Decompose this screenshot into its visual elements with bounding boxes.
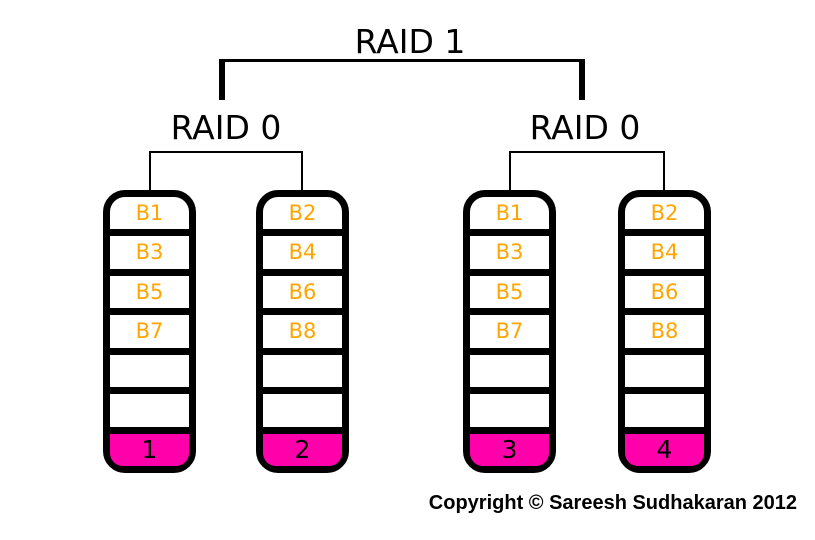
disk-4-block-1: B2 [625,197,704,229]
disk-number: 2 [294,435,311,465]
disk-1-block-4: B7 [110,308,189,347]
block-label: B2 [650,200,679,225]
disk-3-block-3: B5 [470,268,549,308]
disk-4-block-4: B8 [625,308,704,347]
disk-2: B2 B4 B6 B8 2 [256,190,349,473]
block-label: B8 [650,318,679,343]
block-label: B1 [135,200,164,225]
disk-1-block-6-empty [110,387,189,426]
disk-1-block-2: B3 [110,229,189,268]
disk-number: 4 [656,435,673,465]
block-label: B8 [288,318,317,343]
disk-1-block-1: B1 [110,197,189,229]
block-label: B1 [495,200,524,225]
disk-3: B1 B3 B5 B7 3 [463,190,556,473]
raid0-right-title: RAID 0 [529,108,641,147]
raid1-connector-bracket [219,59,585,100]
disk-2-block-2: B4 [263,229,342,268]
disk-3-block-6-empty [470,387,549,426]
disk-4-block-3: B6 [625,268,704,308]
disk-4-block-6-empty [625,387,704,426]
disk-4-number-cell: 4 [625,426,704,466]
disk-1-block-3: B5 [110,268,189,308]
block-label: B6 [288,279,317,304]
disk-2-block-3: B6 [263,268,342,308]
block-label: B5 [495,279,524,304]
disk-1: B1 B3 B5 B7 1 [103,190,196,473]
disk-3-block-1: B1 [470,197,549,229]
disk-3-block-2: B3 [470,229,549,268]
disk-1-number-cell: 1 [110,426,189,466]
disk-number: 3 [501,435,518,465]
block-label: B4 [288,240,317,265]
disk-4-block-5-empty [625,347,704,387]
block-label: B3 [135,240,164,265]
disk-2-number-cell: 2 [263,426,342,466]
disk-4: B2 B4 B6 B8 4 [618,190,711,473]
block-label: B4 [650,240,679,265]
raid0-left-connector-bracket [149,151,303,190]
disk-3-block-5-empty [470,347,549,387]
disk-2-block-1: B2 [263,197,342,229]
block-label: B5 [135,279,164,304]
block-label: B7 [135,318,164,343]
copyright-text: Copyright © Sareesh Sudhakaran 2012 [428,492,797,514]
block-label: B6 [650,279,679,304]
block-label: B7 [495,318,524,343]
raid1-title: RAID 1 [354,22,466,61]
raid0-left-title: RAID 0 [170,108,282,147]
disk-3-number-cell: 3 [470,426,549,466]
disk-1-block-5-empty [110,347,189,387]
disk-2-block-6-empty [263,387,342,426]
disk-4-block-2: B4 [625,229,704,268]
disk-number: 1 [141,435,158,465]
disk-3-block-4: B7 [470,308,549,347]
block-label: B2 [288,200,317,225]
raid0-right-connector-bracket [509,151,665,190]
block-label: B3 [495,240,524,265]
disk-2-block-4: B8 [263,308,342,347]
disk-2-block-5-empty [263,347,342,387]
